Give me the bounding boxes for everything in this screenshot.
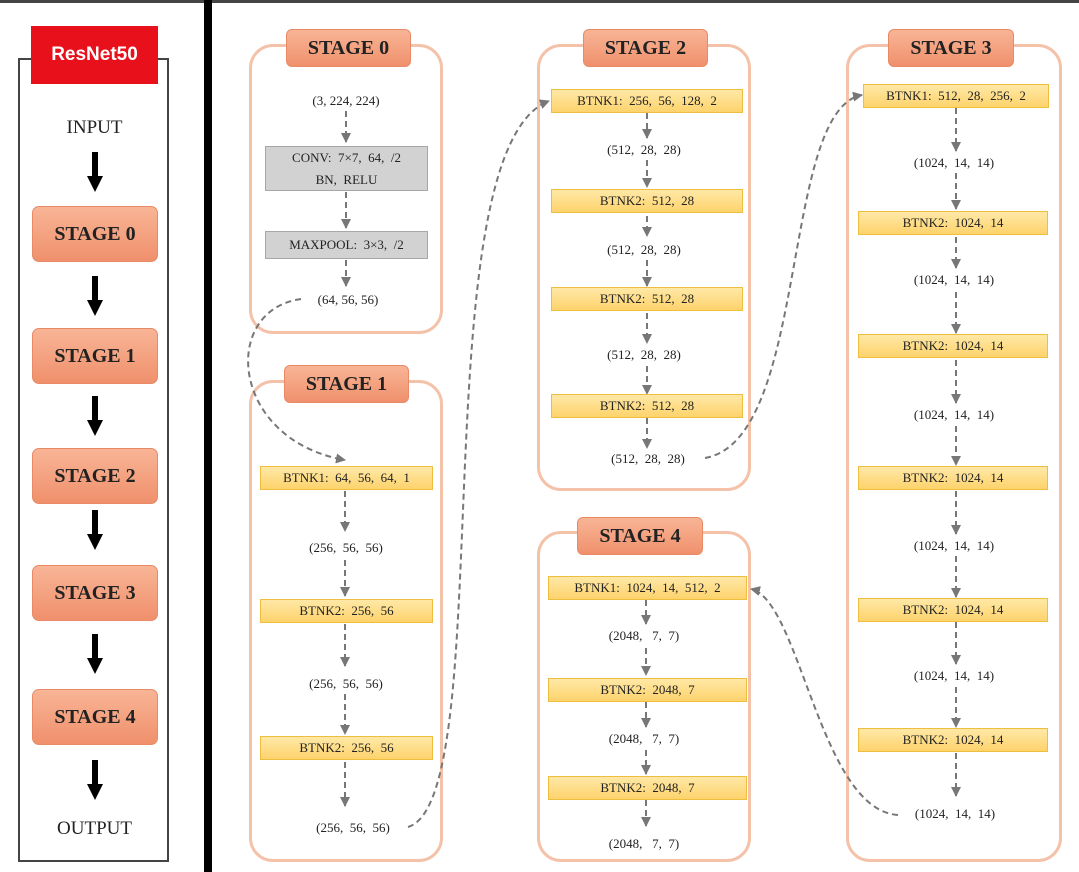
down-arrow-icon xyxy=(87,634,103,674)
overview-stage-0: STAGE 0 xyxy=(32,206,158,262)
stage-3-btnk2-block-2: BTNK2: 1024, 14 xyxy=(858,334,1048,358)
down-arrow-icon xyxy=(87,510,103,550)
stage-3-shape-2: (1024, 14, 14) xyxy=(913,272,995,287)
conv-block: CONV: 7×7, 64, /2 BN, RELU xyxy=(265,146,428,191)
stage-1-output-shape: (256, 56, 56) xyxy=(316,820,390,835)
stage-3-btnk1-block: BTNK1: 512, 28, 256, 2 xyxy=(863,84,1049,108)
model-title: ResNet50 xyxy=(31,26,158,84)
stage-2-shape-1: (512, 28, 28) xyxy=(607,142,681,157)
stage-2-title: STAGE 2 xyxy=(583,29,708,67)
stage-0-output-shape: (64, 56, 56) xyxy=(317,292,379,307)
down-arrow-icon xyxy=(87,396,103,436)
stage-1-shape-2: (256, 56, 56) xyxy=(309,676,383,691)
stage-1-btnk2-block-2: BTNK2: 256, 56 xyxy=(260,736,433,760)
stage-4-shape-1: (2048, 7, 7) xyxy=(608,628,680,643)
conv-block-line-1: CONV: 7×7, 64, /2 xyxy=(292,149,401,165)
overview-stage-4: STAGE 4 xyxy=(32,689,158,745)
overview-stage-2: STAGE 2 xyxy=(32,448,158,504)
stage-3-output-shape: (1024, 14, 14) xyxy=(914,806,996,821)
stage-3-btnk2-block-4: BTNK2: 1024, 14 xyxy=(858,598,1048,622)
stage-2-output-shape: (512, 28, 28) xyxy=(611,451,685,466)
stage-2-shape-3: (512, 28, 28) xyxy=(607,347,681,362)
stage-1-title: STAGE 1 xyxy=(284,365,409,403)
stage-2-btnk1-block: BTNK1: 256, 56, 128, 2 xyxy=(551,89,743,113)
stage-3-btnk2-block-1: BTNK2: 1024, 14 xyxy=(858,211,1048,235)
stage-2-shape-2: (512, 28, 28) xyxy=(607,242,681,257)
stage-0-title: STAGE 0 xyxy=(286,29,411,67)
maxpool-block: MAXPOOL: 3×3, /2 xyxy=(265,231,428,259)
stage-0-input-shape: (3, 224, 224) xyxy=(312,93,380,108)
down-arrow-icon xyxy=(87,760,103,800)
overview-stage-1: STAGE 1 xyxy=(32,328,158,384)
stage-4-title: STAGE 4 xyxy=(577,517,703,555)
stage-4-output-shape: (2048, 7, 7) xyxy=(608,836,680,851)
stage-3-shape-1: (1024, 14, 14) xyxy=(913,155,995,170)
stage-3-title: STAGE 3 xyxy=(888,29,1014,67)
stage-2-btnk2-block-1: BTNK2: 512, 28 xyxy=(551,189,743,213)
overview-stage-3: STAGE 3 xyxy=(32,565,158,621)
down-arrow-icon xyxy=(87,276,103,316)
stage-1-shape-1: (256, 56, 56) xyxy=(309,540,383,555)
panel-divider xyxy=(204,0,212,872)
stage-3-shape-3: (1024, 14, 14) xyxy=(913,407,995,422)
stage-4-btnk2-block-1: BTNK2: 2048, 7 xyxy=(548,678,747,702)
stage-4-shape-2: (2048, 7, 7) xyxy=(608,731,680,746)
stage-4-btnk2-block-2: BTNK2: 2048, 7 xyxy=(548,776,747,800)
stage-3-shape-4: (1024, 14, 14) xyxy=(913,538,995,553)
stage-3-shape-5: (1024, 14, 14) xyxy=(913,668,995,683)
conv-block-line-2: BN, RELU xyxy=(315,171,378,187)
stage-2-btnk2-block-2: BTNK2: 512, 28 xyxy=(551,287,743,311)
stage-3-btnk2-block-3: BTNK2: 1024, 14 xyxy=(858,466,1048,490)
stage-1-btnk1-block: BTNK1: 64, 56, 64, 1 xyxy=(260,466,433,490)
overview-input-label: INPUT xyxy=(66,117,123,138)
top-rule xyxy=(0,0,1079,3)
stage-3-btnk2-block-5: BTNK2: 1024, 14 xyxy=(858,728,1048,752)
stage-4-btnk1-block: BTNK1: 1024, 14, 512, 2 xyxy=(548,576,747,600)
stage-2-btnk2-block-3: BTNK2: 512, 28 xyxy=(551,394,743,418)
overview-output-label: OUTPUT xyxy=(57,818,132,839)
down-arrow-icon xyxy=(87,152,103,192)
stage-1-btnk2-block-1: BTNK2: 256, 56 xyxy=(260,599,433,623)
